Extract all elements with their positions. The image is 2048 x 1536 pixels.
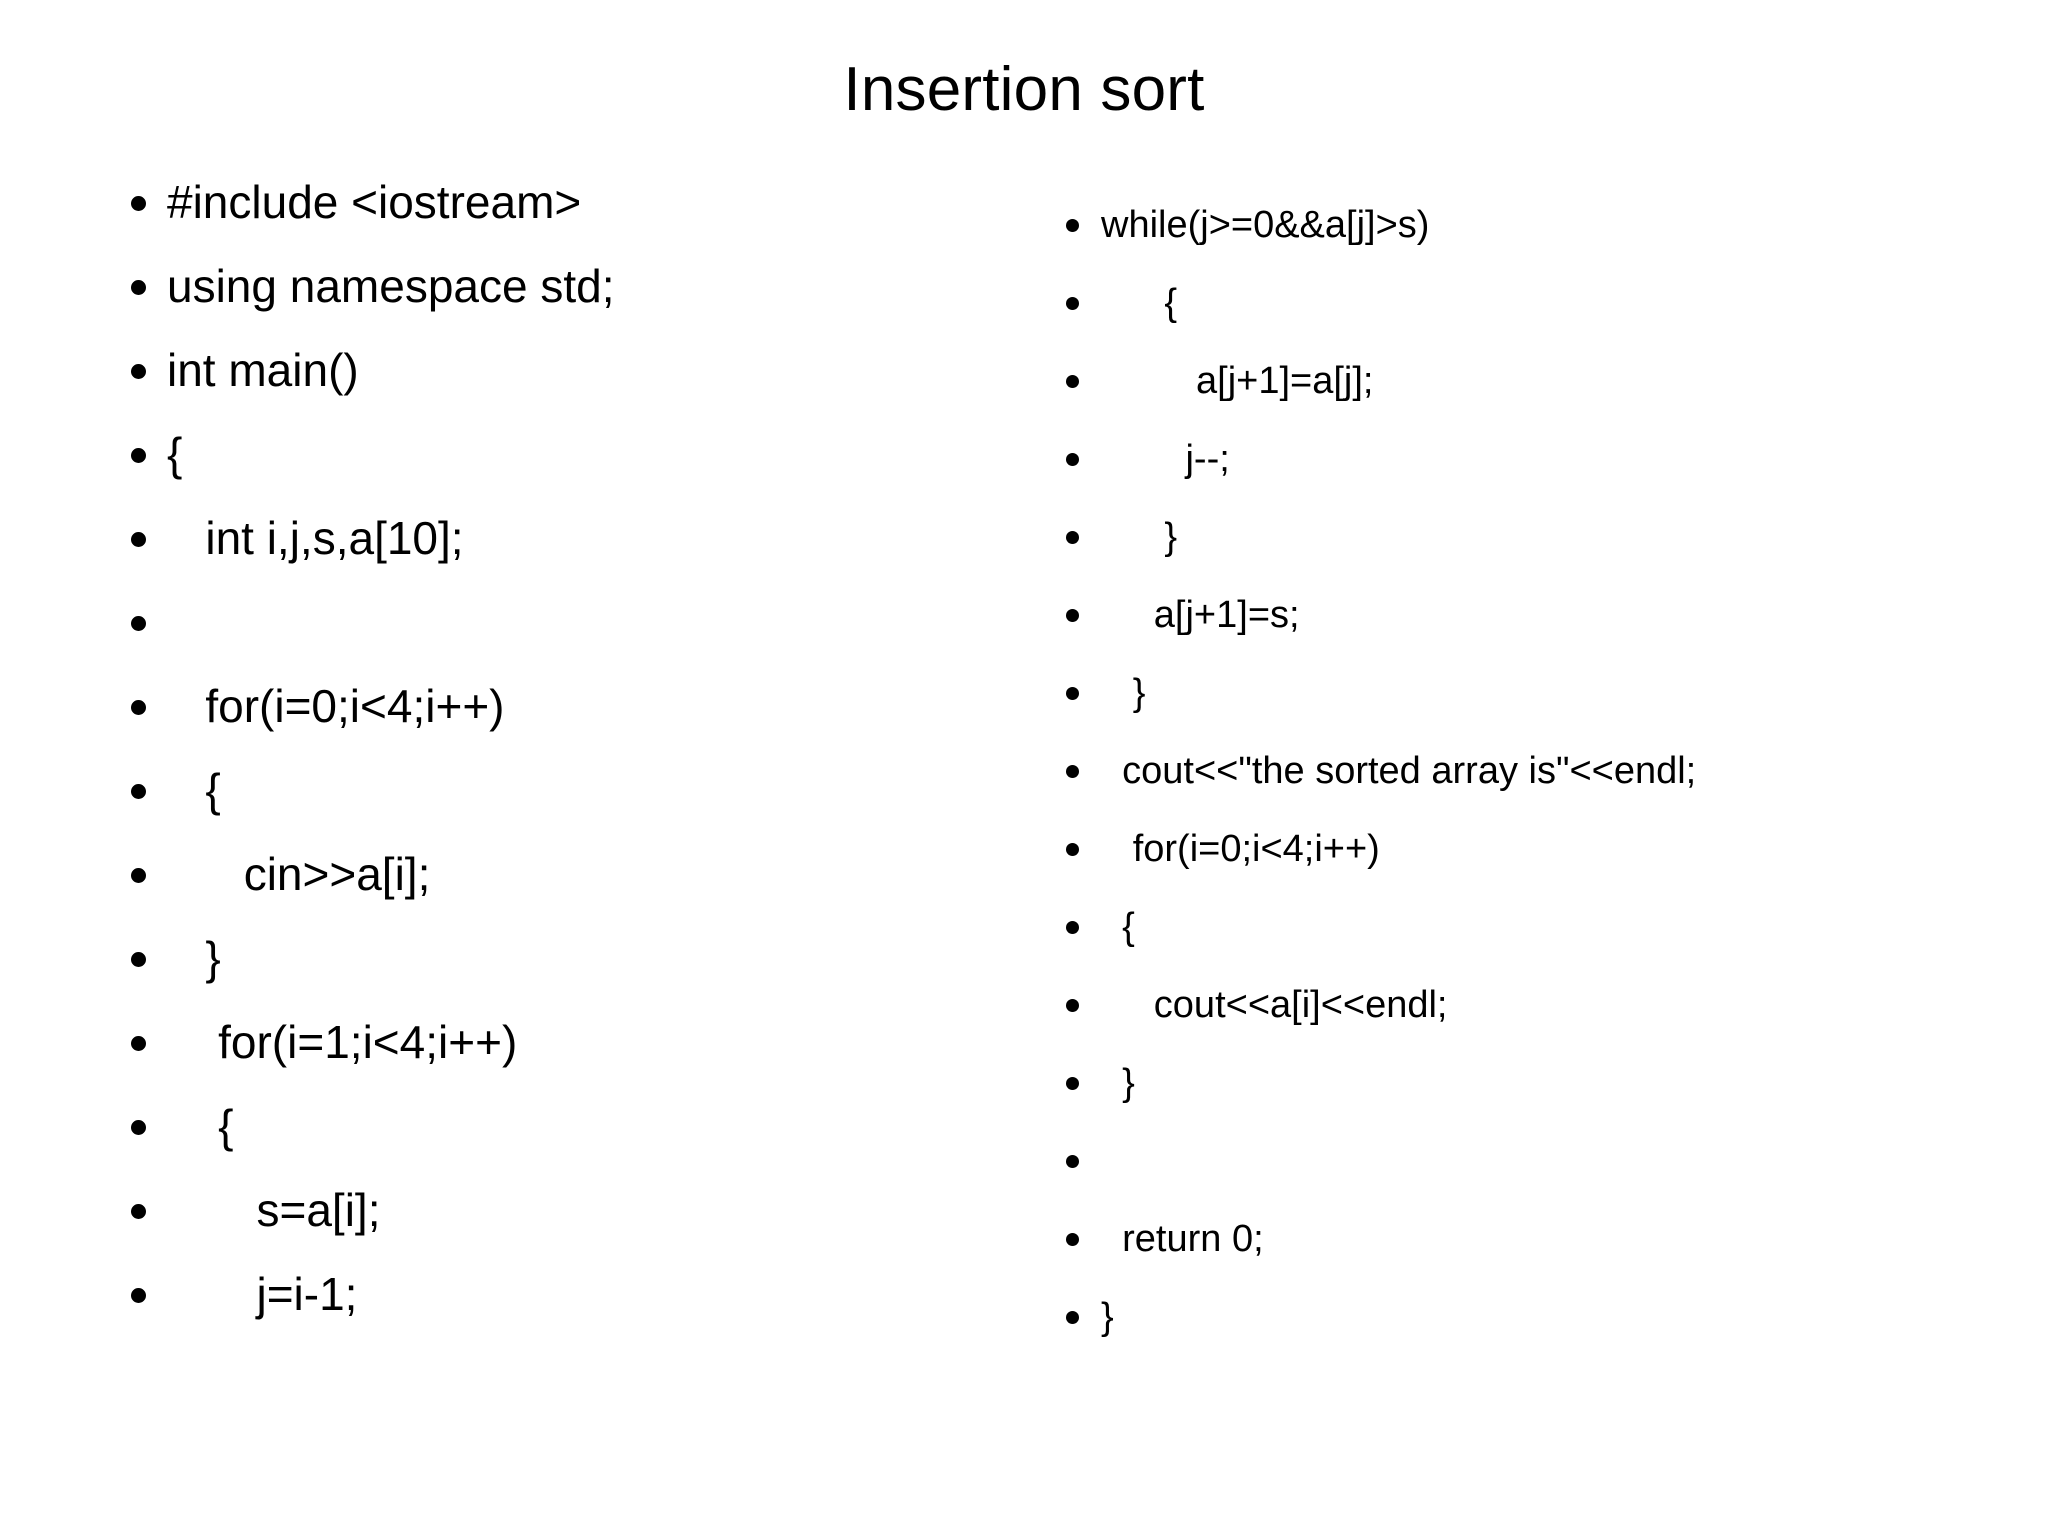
list-item-label: } — [1101, 1062, 1135, 1104]
list-item: • #include <iostream> — [95, 160, 955, 244]
list-item-label: return 0; — [1101, 1218, 1264, 1260]
list-item-label: } — [1101, 516, 1178, 558]
list-item-label: cout<<"the sorted array is"<<endl; — [1101, 750, 1697, 792]
list-item-label: } — [167, 932, 221, 984]
list-item-label: { — [167, 428, 183, 480]
list-item-label: a[j+1]=a[j]; — [1101, 360, 1374, 402]
list-item: } — [1035, 498, 1875, 576]
list-item: } — [95, 916, 955, 1000]
list-item-label: #include <iostream> — [167, 176, 582, 228]
list-item-empty — [1035, 1122, 1875, 1200]
list-item-label: { — [1101, 906, 1135, 948]
list-item: } — [1035, 1044, 1875, 1122]
list-item: } — [1035, 1278, 1875, 1356]
list-item-label: j=i-1; — [167, 1268, 358, 1320]
list-item-label: cout<<a[i]<<endl; — [1101, 984, 1448, 1026]
list-item: for(i=0;i<4;i++) — [95, 664, 955, 748]
list-item-label: s=a[i]; — [167, 1184, 381, 1236]
list-item-label: cin>>a[i]; — [167, 848, 431, 900]
list-item: while(j>=0&&a[j]>s) — [1035, 186, 1875, 264]
list-item-label: for(i=0;i<4;i++) — [167, 680, 505, 732]
list-item: int main() — [95, 328, 955, 412]
right-content-column: while(j>=0&&a[j]>s) { a[j+1]=a[j]; j--; … — [1035, 0, 1875, 1356]
list-item: for(i=1;i<4;i++) — [95, 1000, 955, 1084]
list-item-label: { — [1101, 282, 1178, 324]
list-item: { — [95, 412, 955, 496]
page-title: Insertion sort — [843, 55, 1205, 124]
list-item: s=a[i]; — [95, 1168, 955, 1252]
bullet-icon: • — [95, 160, 167, 244]
list-item-label: for(i=0;i<4;i++) — [1101, 828, 1380, 870]
list-item: { — [95, 1084, 955, 1168]
list-item: } — [1035, 654, 1875, 732]
list-item-label: int main() — [167, 344, 359, 396]
list-item-wrapped: cout<<"the sorted array is"<<endl; — [1035, 732, 1875, 810]
list-item: { — [1035, 888, 1875, 966]
list-item-label: { — [167, 1100, 234, 1152]
list-item-label: using namespace std; — [167, 260, 615, 312]
list-item: cout<<a[i]<<endl; — [1035, 966, 1875, 1044]
list-item-label: int i,j,s,a[10]; — [167, 512, 464, 564]
list-item: for(i=0;i<4;i++) — [1035, 810, 1875, 888]
list-item: { — [95, 748, 955, 832]
list-item-label: } — [1101, 1296, 1114, 1338]
list-item: a[j+1]=s; — [1035, 576, 1875, 654]
list-item-label: while(j>=0&&a[j]>s) — [1101, 204, 1430, 246]
list-item: j--; — [1035, 420, 1875, 498]
list-item-label: for(i=1;i<4;i++) — [167, 1016, 518, 1068]
list-item-label: } — [1101, 672, 1146, 714]
left-content-column: • #include <iostream> using namespace st… — [95, 0, 955, 1336]
list-item-label: a[j+1]=s; — [1101, 594, 1300, 636]
list-item-empty — [95, 580, 955, 664]
list-item: { — [1035, 264, 1875, 342]
list-item: using namespace std; — [95, 244, 955, 328]
list-item: j=i-1; — [95, 1252, 955, 1336]
list-item: int i,j,s,a[10]; — [95, 496, 955, 580]
list-item-label: j--; — [1101, 438, 1230, 480]
list-item: cin>>a[i]; — [95, 832, 955, 916]
list-item: return 0; — [1035, 1200, 1875, 1278]
list-item: a[j+1]=a[j]; — [1035, 342, 1875, 420]
list-item-label: { — [167, 764, 221, 816]
